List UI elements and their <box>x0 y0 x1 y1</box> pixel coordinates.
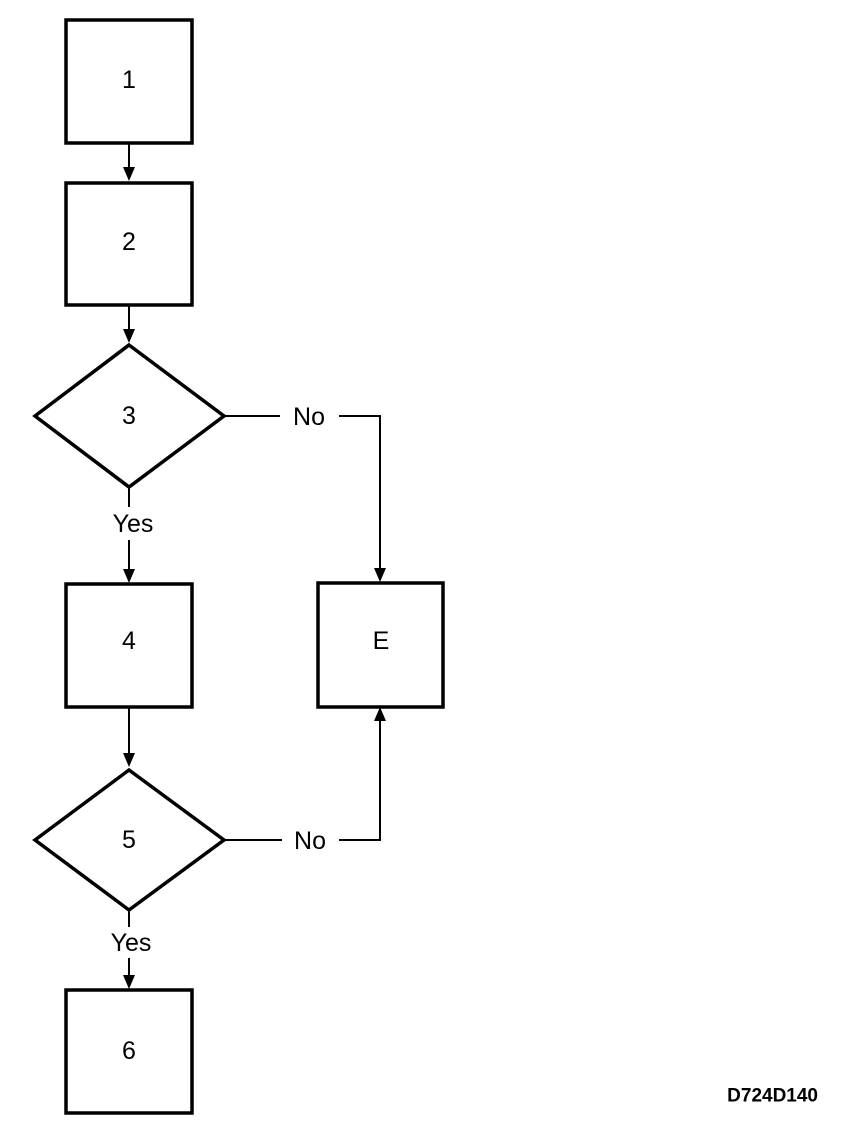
node-label: 3 <box>122 402 136 430</box>
node-label: 6 <box>122 1037 136 1065</box>
process-box-6: 6 <box>64 988 194 1115</box>
edge-1-to-2 <box>123 143 135 181</box>
decision-diamond-5: 5 <box>32 767 227 913</box>
process-box-4: 4 <box>64 582 194 709</box>
edge-5-to-6: Yes <box>111 910 152 989</box>
edge-label-yes: Yes <box>113 510 154 538</box>
process-box-1: 1 <box>64 18 194 145</box>
edge-label-yes: Yes <box>111 929 152 957</box>
figure-code: D724D140 <box>727 1086 818 1107</box>
node-label: 5 <box>122 826 136 854</box>
decision-diamond-3: 3 <box>32 342 227 490</box>
process-box-E: E <box>316 581 445 709</box>
edge-label-no: No <box>294 827 326 855</box>
node-label: 2 <box>122 228 136 256</box>
node-label: E <box>373 627 390 655</box>
edge-2-to-3 <box>123 305 135 343</box>
nodes: 1 2 3 4 5 6 E <box>32 18 445 1115</box>
process-box-2: 2 <box>64 181 194 307</box>
edge-5-to-E: No <box>224 707 386 855</box>
edge-label-no: No <box>293 403 325 431</box>
edge-3-to-4: Yes <box>113 487 154 583</box>
node-label: 4 <box>122 627 136 655</box>
edges: Yes No Yes No <box>111 143 386 989</box>
edge-4-to-5 <box>123 707 135 767</box>
edge-3-to-E: No <box>224 403 386 582</box>
node-label: 1 <box>122 66 136 94</box>
